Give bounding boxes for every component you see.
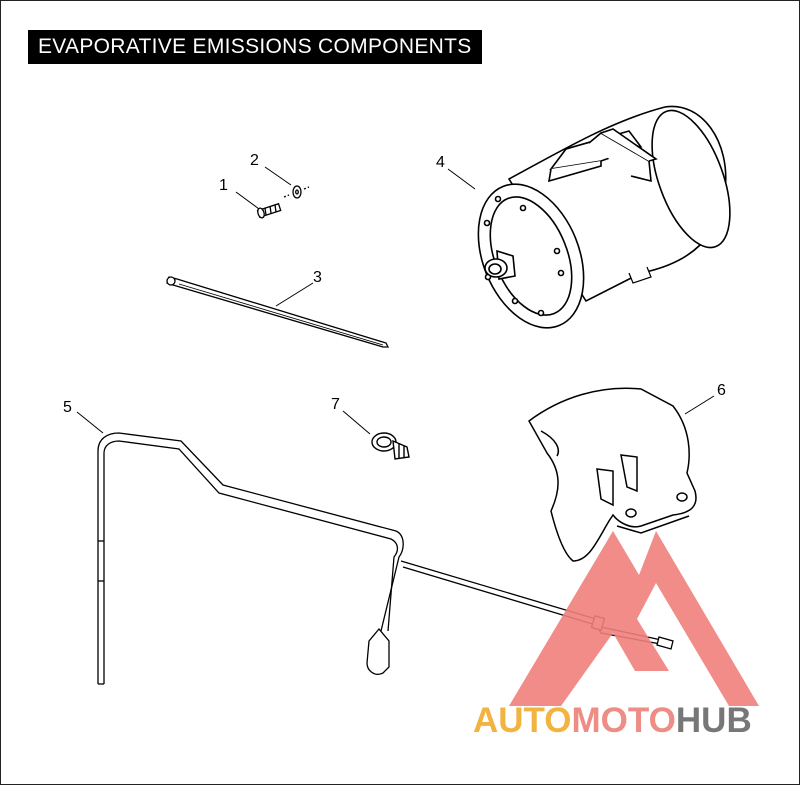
- part-6-bracket: [528, 387, 715, 562]
- part-3-cable-strap: [166, 276, 390, 348]
- watermark-brand: AUTOMOTOHUB: [473, 701, 752, 741]
- callout-7: 7: [331, 396, 340, 413]
- callout-4: 4: [436, 154, 445, 171]
- watermark-part-auto: AUTO: [473, 701, 572, 740]
- watermark-logo-icon: [509, 531, 759, 706]
- callout-2: 2: [250, 152, 259, 169]
- watermark-part-hub: HUB: [675, 701, 752, 740]
- callout-1: 1: [219, 177, 228, 194]
- part-1-screw: [235, 191, 282, 219]
- callout-5: 5: [63, 399, 72, 416]
- watermark-part-moto: MOTO: [571, 701, 676, 740]
- callout-3: 3: [313, 269, 322, 286]
- diagram-title: EVAPORATIVE EMISSIONS COMPONENTS: [28, 30, 482, 64]
- callout-6: 6: [717, 382, 726, 399]
- part-7-clamp: [342, 410, 410, 460]
- part-4-canister: [447, 105, 731, 329]
- part-2-washer: [264, 166, 310, 199]
